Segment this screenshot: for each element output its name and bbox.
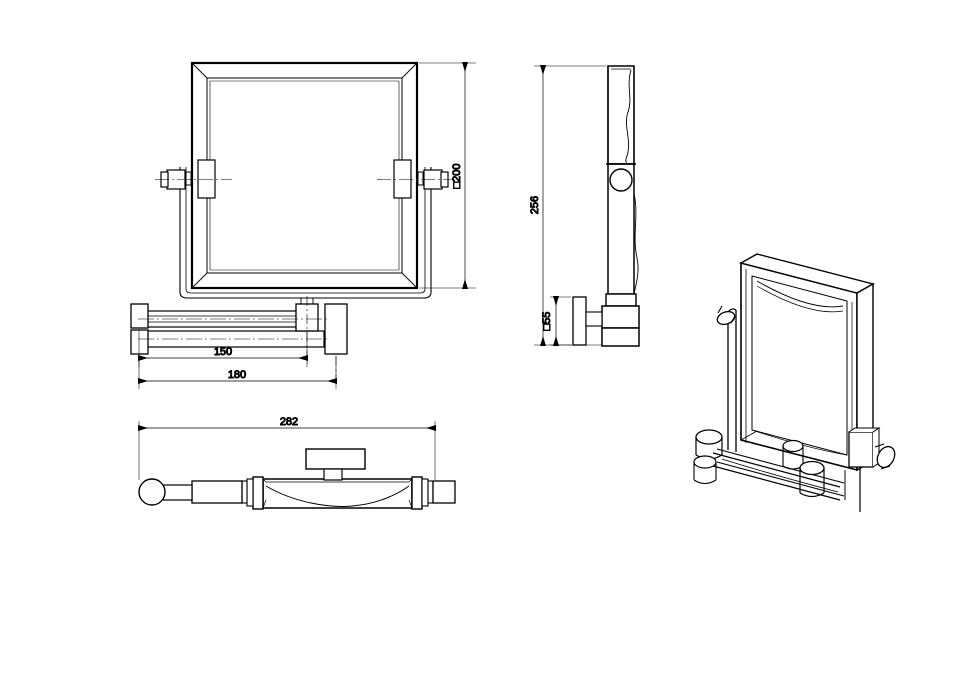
plan-hinge-right (411, 476, 456, 510)
side-base-bracket (572, 293, 640, 347)
front-pivot-left (155, 159, 232, 199)
front-arm-assembly (130, 298, 348, 355)
bottom-view: 282 (138, 416, 456, 510)
plan-hinge-left (138, 476, 264, 510)
front-yoke-bracket (179, 167, 432, 299)
dim-label-side-height: 256 (529, 196, 541, 214)
front-view: □200 150 180 (130, 61, 476, 389)
dim-label-arm-outer: 180 (228, 369, 246, 381)
front-pivot-right (377, 159, 454, 199)
dim-label-arm-inner: 150 (214, 346, 232, 358)
dimension-side-height: 256 (529, 65, 606, 346)
dimension-side-plate: □55 (541, 296, 571, 346)
dim-label-side-plate: □55 (541, 312, 553, 331)
plan-mirror-body (262, 478, 413, 509)
dimension-arm-outer: 180 (138, 356, 337, 389)
dim-label-front-height: □200 (451, 164, 463, 189)
dimension-arm-inner: 150 (138, 330, 308, 367)
dimension-plan-width: 282 (138, 416, 436, 480)
iso-yoke-arm (693, 305, 896, 512)
side-pivot-barrel (606, 163, 639, 295)
dim-label-plan-width: 282 (280, 416, 298, 428)
plan-wall-plate (305, 448, 366, 481)
iso-mirror-frame (739, 253, 875, 472)
dimension-front-height: □200 (419, 62, 476, 289)
front-mirror-frame (190, 61, 419, 290)
isometric-view (693, 253, 896, 512)
side-view: 256 □55 (529, 65, 640, 347)
side-mirror-body (607, 65, 635, 165)
